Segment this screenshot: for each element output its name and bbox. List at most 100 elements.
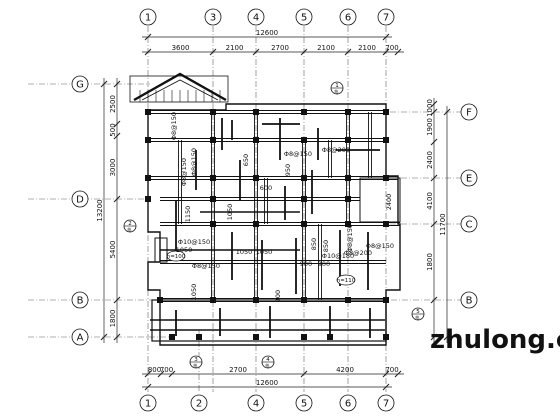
rebar-label: Φ10@150 [178,238,210,246]
dim-right-tick [430,100,438,108]
section-marker-sheet: 结- [193,363,199,368]
dim-right-tick [430,333,438,341]
porch-column [301,334,307,340]
column [301,196,307,202]
dim-right-total-tick [443,108,451,116]
rebar-label: Φ8@150 [192,262,220,270]
dim-right-text: 1000 [426,99,434,117]
dim-bottom-text: 700 [385,366,398,374]
column [253,109,259,115]
slab-tag: h=110 [337,278,356,284]
porch-column [253,334,259,340]
length-label: 950 [284,164,292,176]
length-label: 850 [322,240,330,252]
axis-bubble-bottom: 1 [145,399,151,410]
structural-details [123,81,425,369]
column [301,297,307,303]
grid-lines [28,26,470,392]
dim-left-tick [113,120,121,128]
dim-top-text: 2100 [358,44,376,52]
dim-bottom-total-tick [382,383,390,391]
axis-bubble-right-circle [460,291,478,309]
dim-bottom-tick [300,370,308,378]
dim-bottom-total-text: 12600 [256,379,278,387]
column [345,196,351,202]
roof-ridge [133,72,227,102]
column [345,137,351,143]
column [301,109,307,115]
dim-left-tick [113,80,121,88]
column [301,221,307,227]
dim-left-text: 1800 [109,310,117,328]
rebar-label: Φ8@150 [346,224,354,252]
dim-bottom-text: 700 [160,366,173,374]
column [383,175,389,181]
dim-top-tick [300,48,308,56]
column [210,221,216,227]
axis-bubble-right: E [466,174,472,185]
slab-tag-ellipse [336,274,356,286]
axis-bubble-bottom: 6 [345,399,351,410]
section-marker-sheet: 结- [265,363,271,368]
column [253,137,259,143]
dim-right-tick [430,108,438,116]
axis-bubble-left: G [76,80,84,91]
dim-right-total-tick [443,333,451,341]
axis-bubble-bottom-circle [190,394,208,412]
axis-bubble-top: 7 [383,13,389,24]
column [383,221,389,227]
axis-bubble-left-circle [71,190,89,208]
length-label: 1050 [190,284,198,301]
section-marker-sheet: 结- [334,89,340,94]
dim-bottom-tick [168,370,176,378]
axis-bubble-top-circle [247,8,265,26]
dim-left-text: 3000 [109,159,117,177]
column [210,109,216,115]
rebar-label: Φ8@200 [322,146,350,154]
length-label: 1050 [256,248,273,256]
axis-bubble-right: F [466,108,472,119]
length-label: 2400 [385,194,393,211]
dim-top-tick [382,48,390,56]
watermark: zhulong.com [430,325,560,355]
axis-bubble-left: D [76,195,84,206]
dim-left-total-tick [100,333,108,341]
rebar-label: Φ8@150 [180,158,188,186]
dim-top-text: 2700 [271,44,289,52]
length-label: 900 [300,260,312,268]
dim-top-tick [209,48,217,56]
axis-bubble-right-circle [460,215,478,233]
column [345,221,351,227]
axis-bubble-right: C [466,220,473,231]
dim-bottom-tick [382,370,390,378]
dim-right-text: 4100 [426,192,434,210]
axis-bubble-top-circle [377,8,395,26]
section-marker-number: 4 [266,357,270,363]
porch-column [169,334,175,340]
dimension-lines [100,33,451,391]
section-marker-number: 2 [128,221,132,227]
axis-bubble-bottom: 2 [196,399,202,410]
dim-bottom-total-tick [144,383,152,391]
column [210,297,216,303]
axis-bubble-left-circle [71,75,89,93]
axis-bubble-left-circle [71,291,89,309]
axis-bubble-right-circle [460,169,478,187]
axis-bubble-bottom-circle [139,394,157,412]
column [157,297,163,303]
axis-bubble-bottom-circle [339,394,357,412]
dim-right-text: 1900 [426,118,434,136]
column [383,109,389,115]
section-marker-number: 5 [416,309,420,315]
dim-top-text: 3600 [172,44,190,52]
dim-left-total-text: 13200 [96,199,104,221]
axis-bubble-bottom-circle [247,394,265,412]
rebar-label: Φ8@150 [190,148,198,176]
dim-right-total-text: 11700 [439,213,447,235]
dim-right-tick [430,138,438,146]
dim-top-total-text: 12600 [256,29,278,37]
length-label: 1150 [184,206,192,223]
axis-bubble-bottom: 5 [301,399,307,410]
axis-bubble-left: B [77,296,84,307]
